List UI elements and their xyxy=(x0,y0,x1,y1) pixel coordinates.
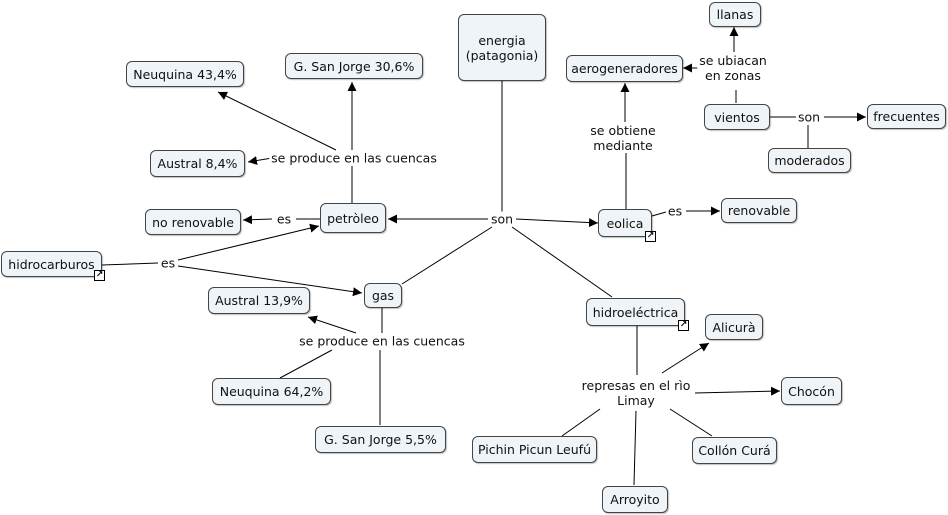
node-neuquina-petroleo[interactable]: Neuquina 43,4% xyxy=(126,61,244,87)
arrow-es-norenovable xyxy=(242,215,273,225)
line-represas-arroyito xyxy=(633,410,637,486)
arrow-seproduce-austral13 xyxy=(307,315,357,334)
node-renovable[interactable]: renovable xyxy=(721,198,797,223)
node-austral-petroleo[interactable]: Austral 8,4% xyxy=(150,150,245,177)
node-no-renovable[interactable]: no renovable xyxy=(145,209,241,235)
arrow-seproduce-neuquina xyxy=(217,91,337,151)
node-chocon[interactable]: Chocón xyxy=(781,377,842,405)
node-energia[interactable]: energia (patagonia) xyxy=(458,14,546,81)
line-represas-pichin xyxy=(561,408,601,437)
node-austral-gas[interactable]: Austral 13,9% xyxy=(208,287,310,314)
label-se-produce-gas: se produce en las cuencas xyxy=(297,333,467,349)
node-neuquina-gas[interactable]: Neuquina 64,2% xyxy=(212,378,331,405)
label-son-vientos: son xyxy=(795,109,823,125)
line-represas-collon xyxy=(669,408,713,437)
node-pichin[interactable]: Pichin Picun Leufú xyxy=(472,436,597,463)
node-hidroelectrica[interactable]: hidroeléctrica xyxy=(586,298,685,326)
arrow-son-eolica xyxy=(515,218,599,228)
label-se-obtiene: se obtiene mediante xyxy=(588,123,658,153)
node-alicura[interactable]: Alicurà xyxy=(705,314,763,340)
node-llanas[interactable]: llanas xyxy=(709,2,761,27)
node-moderados[interactable]: moderados xyxy=(768,148,851,173)
line-son-gas xyxy=(401,226,493,285)
node-eolica[interactable]: eolica xyxy=(598,209,652,237)
label-se-produce-petroleo: se produce en las cuencas xyxy=(269,150,439,166)
node-frecuentes[interactable]: frecuentes xyxy=(867,104,946,129)
arrow-represas-chocon xyxy=(694,386,781,396)
arrow-es-petroleo xyxy=(177,223,320,261)
link-badge-icon[interactable]: ↗ xyxy=(94,270,105,281)
node-petroleo[interactable]: petròleo xyxy=(320,203,386,233)
node-gsanjorge-gas[interactable]: G. San Jorge 5,5% xyxy=(315,426,446,453)
node-collon[interactable]: Collón Curá xyxy=(692,437,777,464)
link-badge-icon[interactable]: ↗ xyxy=(645,231,656,242)
line-son-hidro xyxy=(511,226,613,298)
link-badge-icon[interactable]: ↗ xyxy=(678,320,689,331)
line-seproduce-neuquina64 xyxy=(279,349,333,379)
node-aerogeneradores[interactable]: aerogeneradores xyxy=(566,55,683,82)
line-hidrocarburos-es xyxy=(101,262,159,266)
line-eolica-es xyxy=(651,211,667,217)
node-hidrocarburos[interactable]: hidrocarburos xyxy=(1,251,102,277)
label-son-main: son xyxy=(488,211,516,227)
node-vientos[interactable]: vientos xyxy=(704,104,770,130)
node-gsanjorge-petroleo[interactable]: G. San Jorge 30,6% xyxy=(285,53,423,79)
arrow-seproduce-austral xyxy=(247,156,273,165)
label-se-ubiacan: se ubiacan en zonas xyxy=(697,53,769,83)
node-arroyito[interactable]: Arroyito xyxy=(602,486,668,513)
label-es-petroleo: es xyxy=(274,211,294,227)
arrow-represas-alicura xyxy=(661,342,710,374)
label-es-hidrocarburos: es xyxy=(158,255,178,271)
label-represas: represas en el rìo Limay xyxy=(579,378,693,408)
arrow-es-gas xyxy=(177,265,363,297)
label-es-eolica: es xyxy=(665,203,685,219)
node-gas[interactable]: gas xyxy=(364,283,402,308)
